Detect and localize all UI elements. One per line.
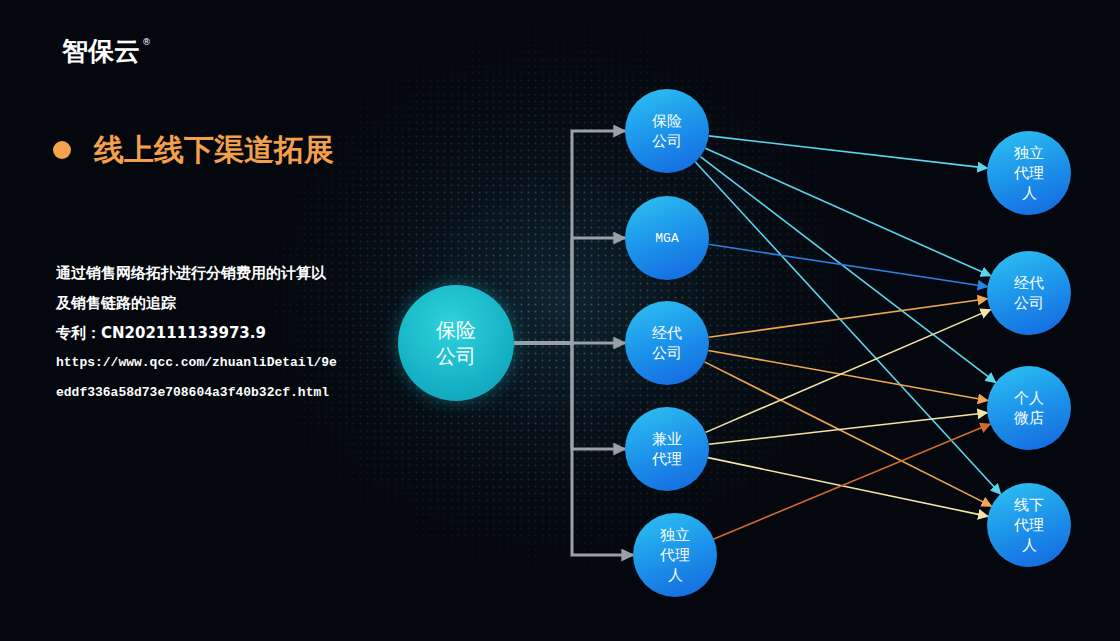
channel-circle: 独立代理人 [633,513,717,597]
endpoint-circle: 独立代理人 [987,131,1071,215]
tree-connector [514,131,625,343]
node-label: 线下代理人 [1012,495,1046,555]
node-label: 经代公司 [650,323,684,363]
channel-arrow [705,362,992,506]
channel-circle: 保险公司 [625,89,709,173]
channel-arrow [706,310,991,433]
channel-arrow [700,157,995,383]
title-bullet [53,141,71,159]
channel-arrow [709,413,988,445]
node-label: 个人微店 [1012,388,1046,428]
channel-circle: MGA [625,196,709,280]
node-label: 保险公司 [434,317,478,369]
channel-arrow [708,350,987,400]
channel-arrow [709,244,988,286]
channel-arrow [709,299,988,338]
channel-arrow [695,162,1000,494]
tree-connector [514,343,625,449]
dot-wave [200,0,920,641]
node-label: 兼业代理 [650,429,684,469]
node-label: 独立代理人 [1012,143,1046,203]
node-label: 保险公司 [650,111,684,151]
node-label: 经代公司 [1012,273,1046,313]
description-text: 通过销售网络拓扑进行分销费用的计算以及销售链路的追踪 [56,258,338,318]
tree-connector [514,238,625,343]
slide-title: 线上线下渠道拓展 [94,130,334,170]
node-label: 独立代理人 [658,525,692,585]
source-circle: 保险公司 [398,285,514,401]
patent-number: 专利：CN202111133973.9 [56,318,266,348]
tree-connector [514,343,633,555]
endpoint-circle: 经代公司 [987,251,1071,335]
patent-url: https://www.qcc.com/zhuanliDetail/9eeddf… [56,348,338,408]
channel-arrow [709,136,988,168]
node-label: MGA [655,230,678,247]
endpoint-circle: 个人微店 [987,366,1071,450]
logo-text: 智保云 [62,34,140,68]
channel-circle: 经代公司 [625,301,709,385]
registered-mark: ® [142,36,151,48]
channel-arrow [708,458,988,517]
channel-circle: 兼业代理 [625,407,709,491]
channel-arrow [714,424,990,539]
channel-arrow [705,148,990,276]
endpoint-circle: 线下代理人 [987,483,1071,567]
